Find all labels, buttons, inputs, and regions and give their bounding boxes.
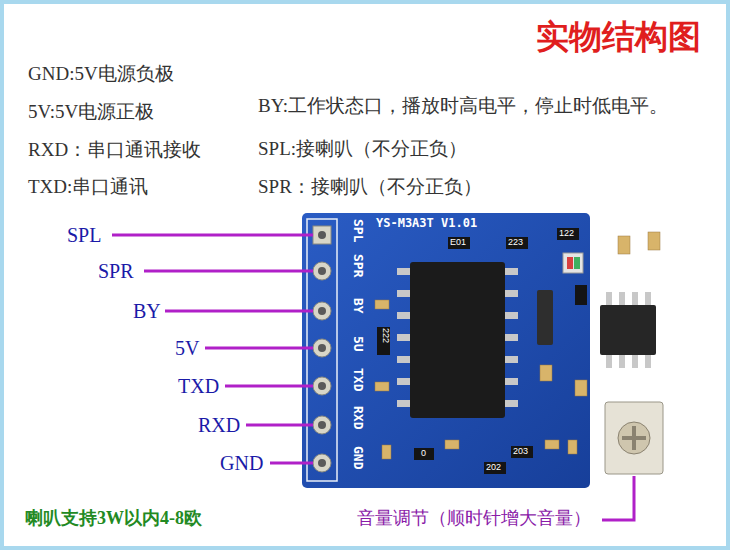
led	[574, 257, 580, 269]
volume-note: 音量调节（顺时针增大音量）	[357, 508, 591, 530]
leader-line	[112, 235, 634, 520]
led	[567, 257, 573, 269]
pin-callout: RXD	[198, 413, 240, 437]
title: 实物结构图	[536, 18, 701, 58]
pin-note: 5V:5V电源正极	[28, 101, 154, 124]
pin-callout: BY	[133, 299, 161, 323]
silkscreen-pin: SPL	[352, 219, 365, 242]
pcb-board	[302, 213, 590, 488]
pin-note: SPL:接喇叭（不分正负）	[258, 138, 467, 161]
pin-callout: SPL	[67, 223, 101, 247]
part-code: 122	[559, 228, 574, 239]
part-code: 202	[486, 462, 501, 473]
potentiometer	[605, 402, 663, 474]
silkscreen-pin: 5U	[352, 336, 365, 352]
part-code: 203	[513, 446, 528, 457]
diode	[537, 290, 553, 345]
pin-header	[313, 226, 331, 472]
board-name: YS-M3A3T V1.01	[376, 216, 477, 230]
amp-chip	[600, 292, 656, 368]
silkscreen-pin: BY	[352, 298, 365, 314]
pin-note: GND:5V电源负极	[28, 63, 174, 86]
part-code: 223	[508, 237, 523, 248]
pin-note: TXD:串口通讯	[28, 176, 148, 199]
pin-note: SPR：接喇叭（不分正负）	[258, 176, 482, 199]
pin-callout: GND	[220, 451, 263, 475]
part-code: 0	[421, 448, 426, 459]
speaker-note: 喇叭支持3W以内4-8欧	[25, 508, 202, 530]
part-code: 222	[381, 328, 390, 343]
main-chip	[397, 262, 518, 418]
pin-outline	[307, 219, 337, 481]
pin-note: BY:工作状态口，播放时高电平，停止时低电平。	[258, 95, 668, 118]
pin-callout: SPR	[98, 259, 134, 283]
pin-callout: 5V	[175, 336, 199, 360]
silkscreen-pin: GND	[352, 446, 365, 469]
resistor	[377, 228, 587, 474]
led	[563, 253, 583, 273]
pin-callout: TXD	[178, 374, 219, 398]
silkscreen-pin: SPR	[352, 254, 365, 277]
pin-note: RXD：串口通讯接收	[28, 139, 201, 162]
silkscreen-pin: RXD	[352, 406, 365, 429]
part-code: E01	[450, 237, 466, 248]
silkscreen-pin: TXD	[352, 368, 365, 391]
